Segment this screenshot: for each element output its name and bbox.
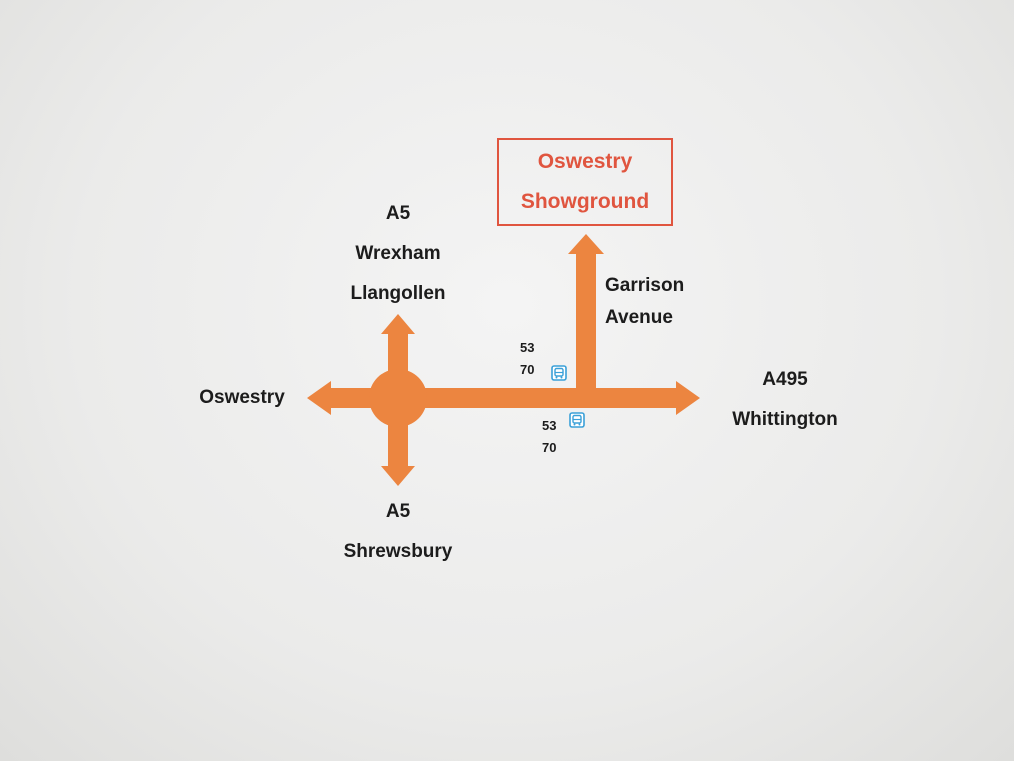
- north-label: A5 Wrexham Llangollen: [330, 194, 466, 314]
- side-road-line1: Garrison: [605, 275, 685, 296]
- destination-line1: Oswestry: [537, 150, 633, 173]
- east-arrow: [676, 381, 700, 415]
- south-place: Shrewsbury: [343, 541, 453, 562]
- bus-stop-north-route2: 70: [520, 362, 535, 377]
- garrison-avenue-road: [576, 252, 596, 398]
- destination-line2: Showground: [520, 190, 650, 213]
- south-label: A5 Shrewsbury: [320, 492, 476, 572]
- east-road: A495: [762, 369, 808, 390]
- north-road: A5: [385, 203, 411, 224]
- destination-box: Oswestry Showground: [497, 138, 673, 226]
- east-label: A495 Whittington: [712, 360, 858, 440]
- showground-arrow: [568, 234, 604, 254]
- west-label: Oswestry: [186, 378, 298, 418]
- side-road-line2: Avenue: [605, 307, 673, 328]
- bus-stop-south-routes: 53 70: [542, 415, 556, 459]
- south-road: A5: [385, 501, 411, 522]
- south-arrow: [381, 466, 415, 486]
- north-arrow: [381, 314, 415, 334]
- west-arrow: [307, 381, 331, 415]
- bus-stop-icon: [569, 412, 585, 428]
- north-place1: Wrexham: [355, 243, 441, 264]
- bus-stop-north-routes: 53 70: [520, 337, 534, 381]
- east-place: Whittington: [732, 409, 838, 430]
- north-place2: Llangollen: [350, 283, 446, 304]
- bus-stop-south-route1: 53: [542, 418, 557, 433]
- side-road-label: Garrison Avenue: [605, 270, 684, 334]
- bus-stop-south-route2: 70: [542, 440, 557, 455]
- west-place: Oswestry: [199, 387, 285, 408]
- roundabout: [369, 369, 427, 427]
- bus-stop-north-route1: 53: [520, 340, 535, 355]
- bus-stop-icon: [551, 365, 567, 381]
